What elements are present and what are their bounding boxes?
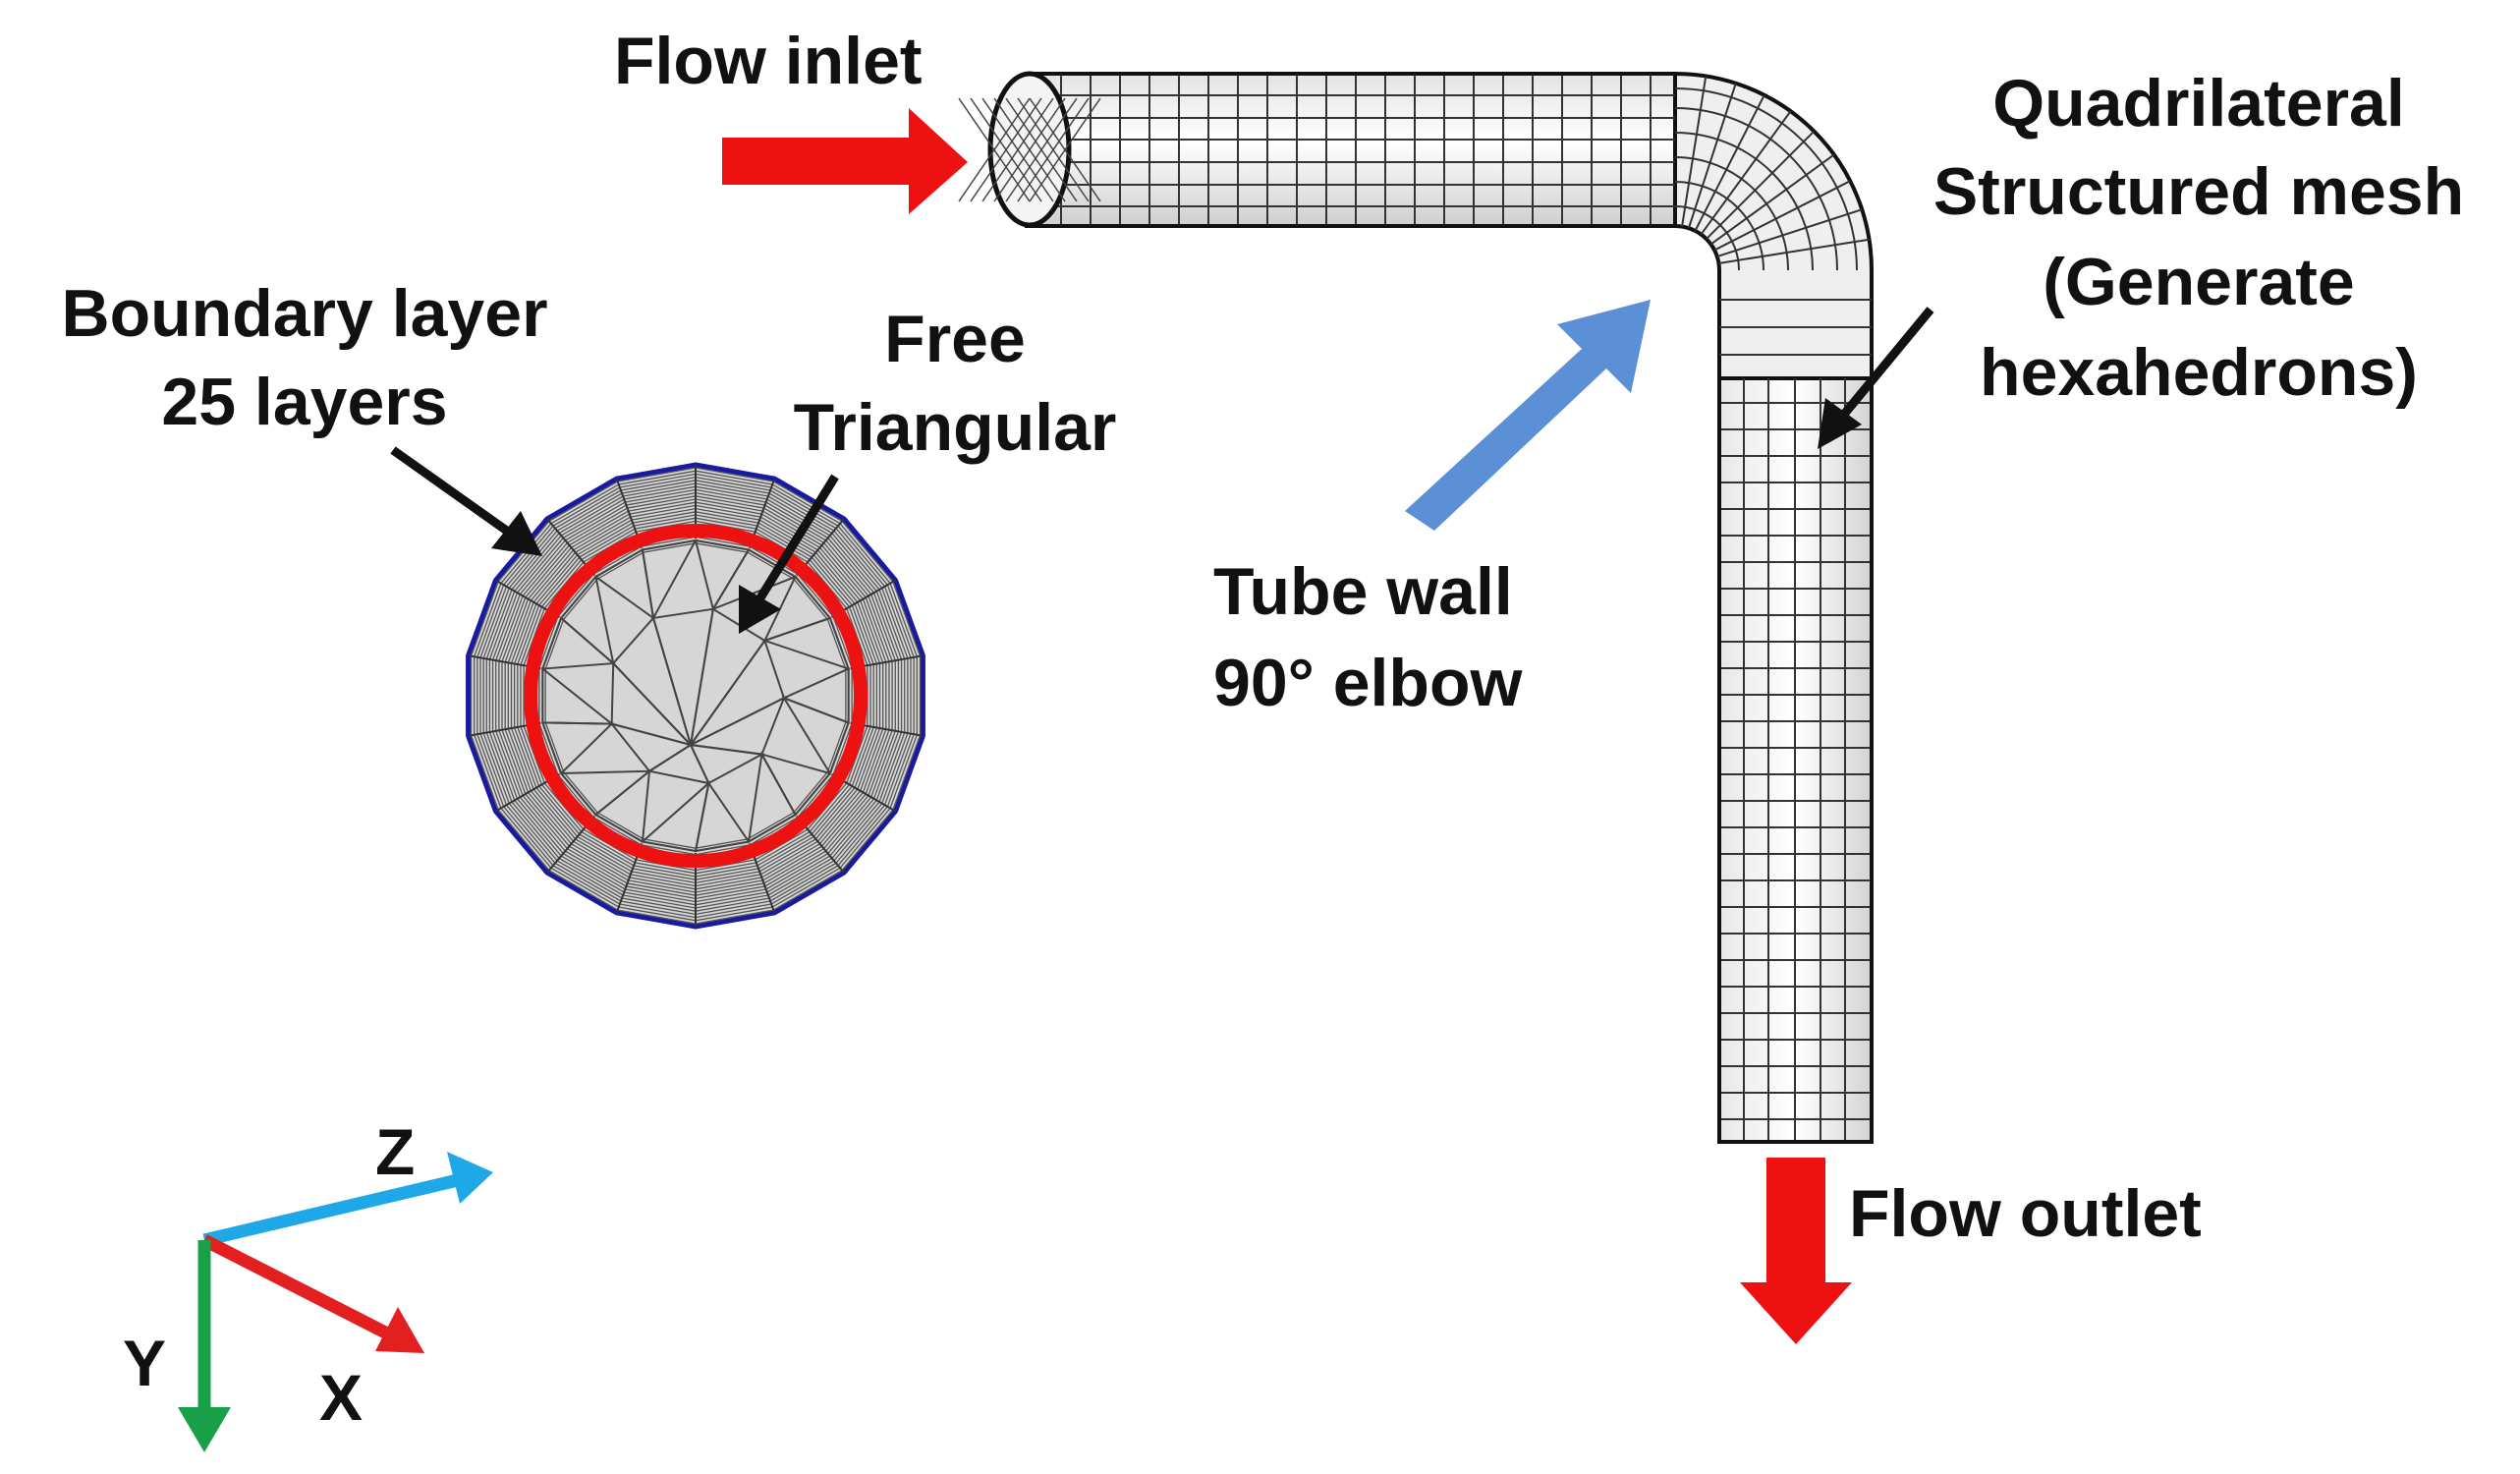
y-axis xyxy=(178,1240,231,1452)
triangle-element xyxy=(710,548,798,611)
elbow-bend-segment xyxy=(1673,71,1874,380)
triangle-element xyxy=(781,696,850,776)
quad-label-line4: hexahedrons) xyxy=(1980,335,2418,410)
mesh-line xyxy=(1681,76,1708,227)
triangle-element xyxy=(641,539,698,621)
x-axis-label: X xyxy=(319,1361,363,1434)
tube-wall-label-line2: 90° elbow xyxy=(1213,646,1524,720)
mesh-line xyxy=(1017,97,1090,202)
tube-wall-label-line1: Tube wall xyxy=(1213,554,1513,629)
bend-mesh-lines xyxy=(1674,76,1872,356)
mesh-line xyxy=(1029,97,1101,202)
mesh-line xyxy=(1716,208,1863,258)
triangle-element xyxy=(761,616,851,671)
free-triangular-label-line2: Triangular xyxy=(794,390,1117,465)
quad-label-line2: Structured mesh xyxy=(1933,154,2464,229)
flow-outlet-arrow xyxy=(1740,1158,1852,1344)
mesh-line xyxy=(1687,83,1737,229)
mesh-line xyxy=(1694,94,1765,232)
free-triangular-label-line1: Free xyxy=(884,302,1026,376)
vertical-mesh-lines xyxy=(1721,378,1870,1140)
structured-mesh-pointer xyxy=(1818,307,1934,449)
triangle-element xyxy=(559,574,615,666)
horizontal-mesh-lines xyxy=(1032,76,1675,224)
mesh-line xyxy=(1005,97,1078,202)
free-triangular-pointer xyxy=(739,474,839,634)
elbow-tube-mesh xyxy=(958,71,1874,1144)
triangle-element xyxy=(541,666,615,725)
cross-section-mesh xyxy=(466,462,925,930)
mesh-line xyxy=(1706,130,1816,240)
flow-outlet-label: Flow outlet xyxy=(1849,1176,2202,1251)
triangle-element xyxy=(747,751,797,844)
triangle-element xyxy=(640,780,710,853)
mesh-line xyxy=(1718,238,1870,264)
mesh-line xyxy=(1709,153,1835,246)
z-axis xyxy=(202,1152,493,1247)
inlet-face-mesh xyxy=(958,97,1101,202)
mesh-line xyxy=(993,97,1066,202)
z-axis-label: Z xyxy=(375,1115,415,1188)
inner-red-ring xyxy=(524,524,868,868)
triangle-element xyxy=(651,607,715,746)
flow-inlet-label: Flow inlet xyxy=(614,24,923,98)
boundary-layer-label-line1: Boundary layer xyxy=(61,276,547,351)
tube-wall-arrow xyxy=(1405,300,1651,531)
boundary-layer-label-line2: 25 layers xyxy=(161,365,447,439)
flow-inlet-arrow xyxy=(722,108,968,214)
free-triangular-mesh xyxy=(540,539,851,853)
triangle-element xyxy=(559,769,652,817)
y-axis-label: Y xyxy=(123,1327,166,1399)
axis-triad: Z Y X xyxy=(123,1115,493,1452)
quad-label-line1: Quadrilateral xyxy=(1992,66,2405,141)
mesh-line xyxy=(1713,180,1851,252)
x-axis xyxy=(201,1234,424,1353)
mesh-line xyxy=(1700,110,1792,236)
boundary-layer-pointer xyxy=(390,446,542,556)
quad-label-line3: (Generate xyxy=(2043,245,2354,319)
horizontal-tube-segment xyxy=(1025,72,1677,228)
